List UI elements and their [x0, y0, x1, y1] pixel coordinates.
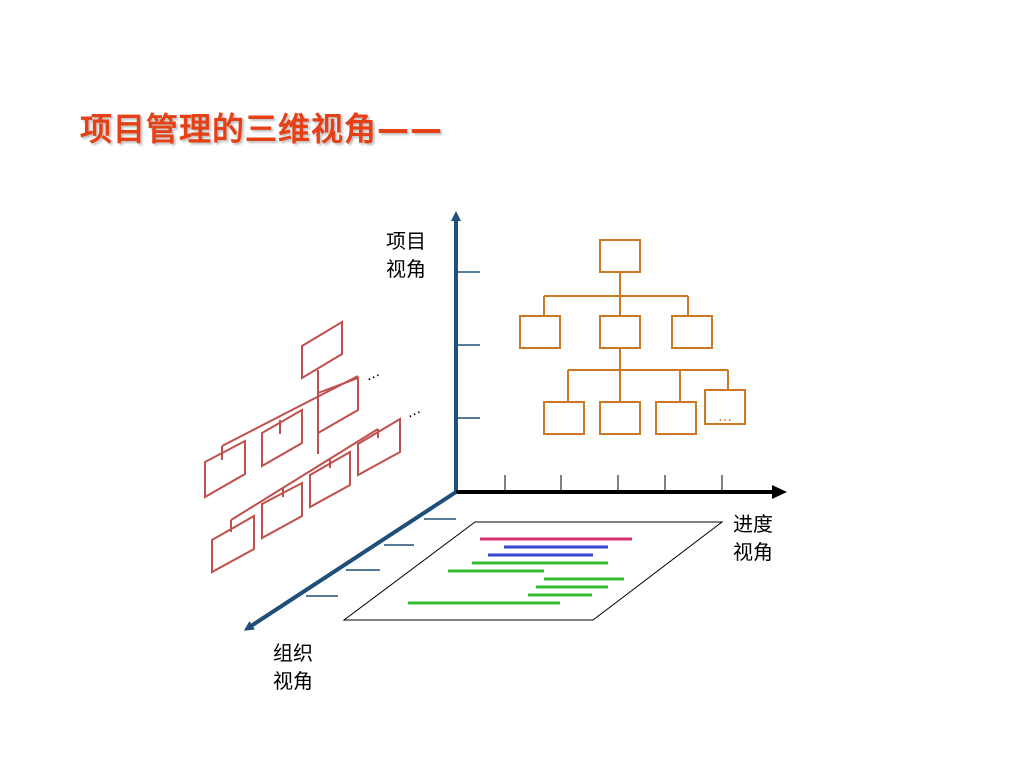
- vertical-axis-label-line1: 项目: [386, 229, 426, 253]
- org-node-l3: [309, 450, 351, 509]
- project-node-more: [704, 389, 746, 425]
- project-node-root: [599, 239, 641, 273]
- project-node-l3: [543, 401, 585, 435]
- org-node-l3: [211, 514, 255, 574]
- depth-axis-label-line1: 组织: [273, 641, 313, 665]
- org-node-l3: [357, 417, 401, 477]
- schedule-plane: [342, 521, 724, 621]
- org-connector: [221, 375, 359, 447]
- org-node-l2: [317, 376, 359, 435]
- horizontal-axis-label-line1: 进度: [733, 512, 773, 536]
- project-org-chart: [519, 239, 746, 435]
- project-node-l2: [599, 315, 641, 349]
- org-node-l3: [261, 481, 303, 540]
- axes: [243, 211, 787, 631]
- org-node-l2: [204, 439, 246, 499]
- project-node-l2: [671, 315, 713, 349]
- horizontal-axis-arrowhead: [772, 485, 787, 499]
- depth-axis-label-line2: 视角: [273, 669, 313, 693]
- org-ellipsis: …: [404, 401, 423, 421]
- project-node-l2: [519, 315, 561, 349]
- org-node-l2: [261, 408, 303, 468]
- horizontal-axis-label-line2: 视角: [733, 540, 773, 564]
- org-ellipsis: …: [363, 364, 382, 384]
- org-node-root: [301, 320, 343, 380]
- vertical-axis-label-line2: 视角: [386, 257, 426, 281]
- project-ellipsis: …: [718, 409, 732, 425]
- project-node-l3: [655, 401, 697, 435]
- schedule-parallelogram: [342, 521, 724, 621]
- slide-title: 项目管理的三维视角——: [80, 110, 444, 148]
- depth-axis: [243, 490, 458, 631]
- org-connector: [230, 428, 379, 521]
- org-chart: [204, 320, 401, 574]
- project-node-l3: [599, 401, 641, 435]
